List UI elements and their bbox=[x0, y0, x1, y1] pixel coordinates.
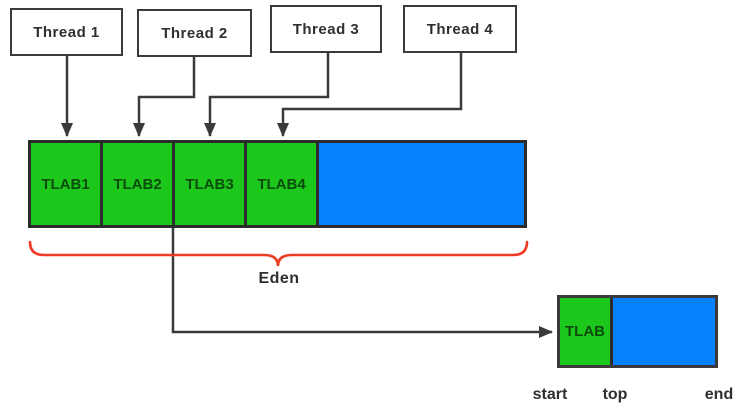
thread-1-label: Thread 1 bbox=[33, 23, 100, 41]
eden-free-space bbox=[319, 143, 524, 225]
tlab2-to-detail-arrow bbox=[171, 228, 553, 338]
tlab-free-cell bbox=[613, 298, 715, 365]
tlab1-cell: TLAB1 bbox=[31, 143, 103, 225]
tlab4-cell: TLAB4 bbox=[247, 143, 319, 225]
tlab2-cell: TLAB2 bbox=[103, 143, 175, 225]
thread-3-label: Thread 3 bbox=[292, 20, 360, 38]
thread-4-label: Thread 4 bbox=[426, 20, 494, 38]
thread-3-box: Thread 3 bbox=[270, 5, 382, 53]
tlab-used-cell: TLAB bbox=[560, 298, 613, 365]
tlab3-label: TLAB3 bbox=[185, 175, 234, 193]
eden-brace bbox=[28, 240, 529, 267]
top-pointer-label: top bbox=[602, 386, 628, 403]
thread-4-arrow bbox=[277, 53, 463, 137]
thread-2-arrow bbox=[133, 55, 196, 137]
eden-label: Eden bbox=[258, 270, 300, 287]
thread-4-box: Thread 4 bbox=[403, 5, 517, 53]
tlab-detail-label: TLAB bbox=[565, 323, 605, 340]
eden-region-bar: TLAB1 TLAB2 TLAB3 TLAB4 bbox=[28, 140, 527, 228]
tlab1-label: TLAB1 bbox=[41, 175, 90, 193]
tlab4-label: TLAB4 bbox=[257, 175, 306, 193]
thread-2-label: Thread 2 bbox=[161, 24, 228, 42]
thread-3-arrow bbox=[204, 53, 330, 137]
thread-1-box: Thread 1 bbox=[10, 8, 123, 56]
tlab3-cell: TLAB3 bbox=[175, 143, 247, 225]
end-pointer-label: end bbox=[704, 386, 734, 403]
thread-2-box: Thread 2 bbox=[137, 9, 252, 57]
tlab2-label: TLAB2 bbox=[113, 175, 162, 193]
start-pointer-label: start bbox=[532, 386, 568, 403]
tlab-detail-box: TLAB bbox=[557, 295, 718, 368]
